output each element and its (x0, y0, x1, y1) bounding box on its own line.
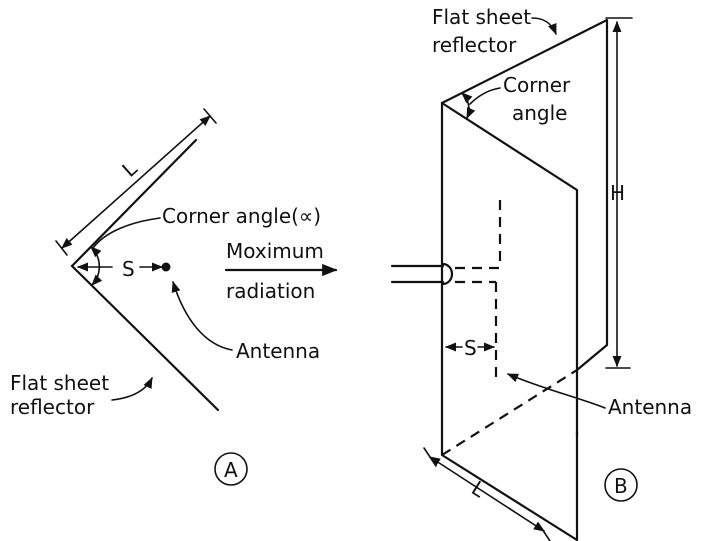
reflector-label-a-line1: Flat sheet (10, 371, 109, 395)
dimension-l-line-b (429, 456, 545, 532)
corner-angle-arc-a (90, 246, 103, 286)
panel-a-circle (214, 452, 248, 486)
dimension-l-label-a: L (117, 156, 142, 182)
antenna-label-b: Antenna (608, 395, 692, 419)
back-sheet (440, 18, 609, 372)
reflector-lower-sheet (70, 264, 220, 412)
reflector-label-b-line1: Flat sheet (432, 5, 531, 29)
corner-angle-arc-b (461, 92, 476, 120)
antenna-leader-a (171, 280, 233, 351)
hidden-bottom-edge (441, 369, 578, 456)
panel-a-label: A (224, 458, 238, 482)
front-sheet (440, 101, 579, 541)
figure-a: L Corner angle(∝) S Moximum radiation An… (10, 108, 338, 486)
dimension-l-tick-2 (203, 108, 217, 124)
corner-angle-label-b-line1: Corner (503, 73, 571, 97)
reflector-label-b-line2: reflector (432, 33, 517, 57)
spacing-s-label-b: S (464, 336, 477, 360)
dimension-l-tick-b-1 (423, 447, 437, 467)
corner-angle-leader-b (469, 87, 501, 105)
reflector-label-a-line2: reflector (10, 395, 95, 419)
corner-angle-leader-a (92, 217, 161, 249)
spacing-s-label-a: S (122, 257, 135, 281)
corner-angle-label-b-line2: angle (512, 101, 568, 125)
reflector-leader-a (111, 376, 153, 401)
max-radiation-line1: Moximum (226, 239, 324, 263)
corner-angle-label-a: Corner angle(∝) (162, 204, 321, 228)
panel-b-circle (604, 468, 638, 502)
dimension-l-label-b: L (467, 476, 490, 503)
dimension-l-tick-b-2 (537, 522, 551, 541)
dimension-l-line-a (61, 115, 211, 249)
dimension-l-tick-1 (55, 240, 68, 256)
antenna-dot-a (161, 262, 171, 272)
antenna-label-a: Antenna (236, 339, 320, 363)
max-radiation-line2: radiation (226, 279, 315, 303)
feed-through-arc (441, 262, 454, 286)
reflector-leader-b (531, 17, 557, 36)
dimension-h-label: H (610, 181, 625, 205)
front-sheet-top-edge (440, 101, 579, 437)
figure-b: Flat sheet reflector Corner angle H S An… (390, 5, 692, 541)
panel-b-label: B (614, 474, 628, 498)
antenna-leader-b (506, 373, 606, 409)
